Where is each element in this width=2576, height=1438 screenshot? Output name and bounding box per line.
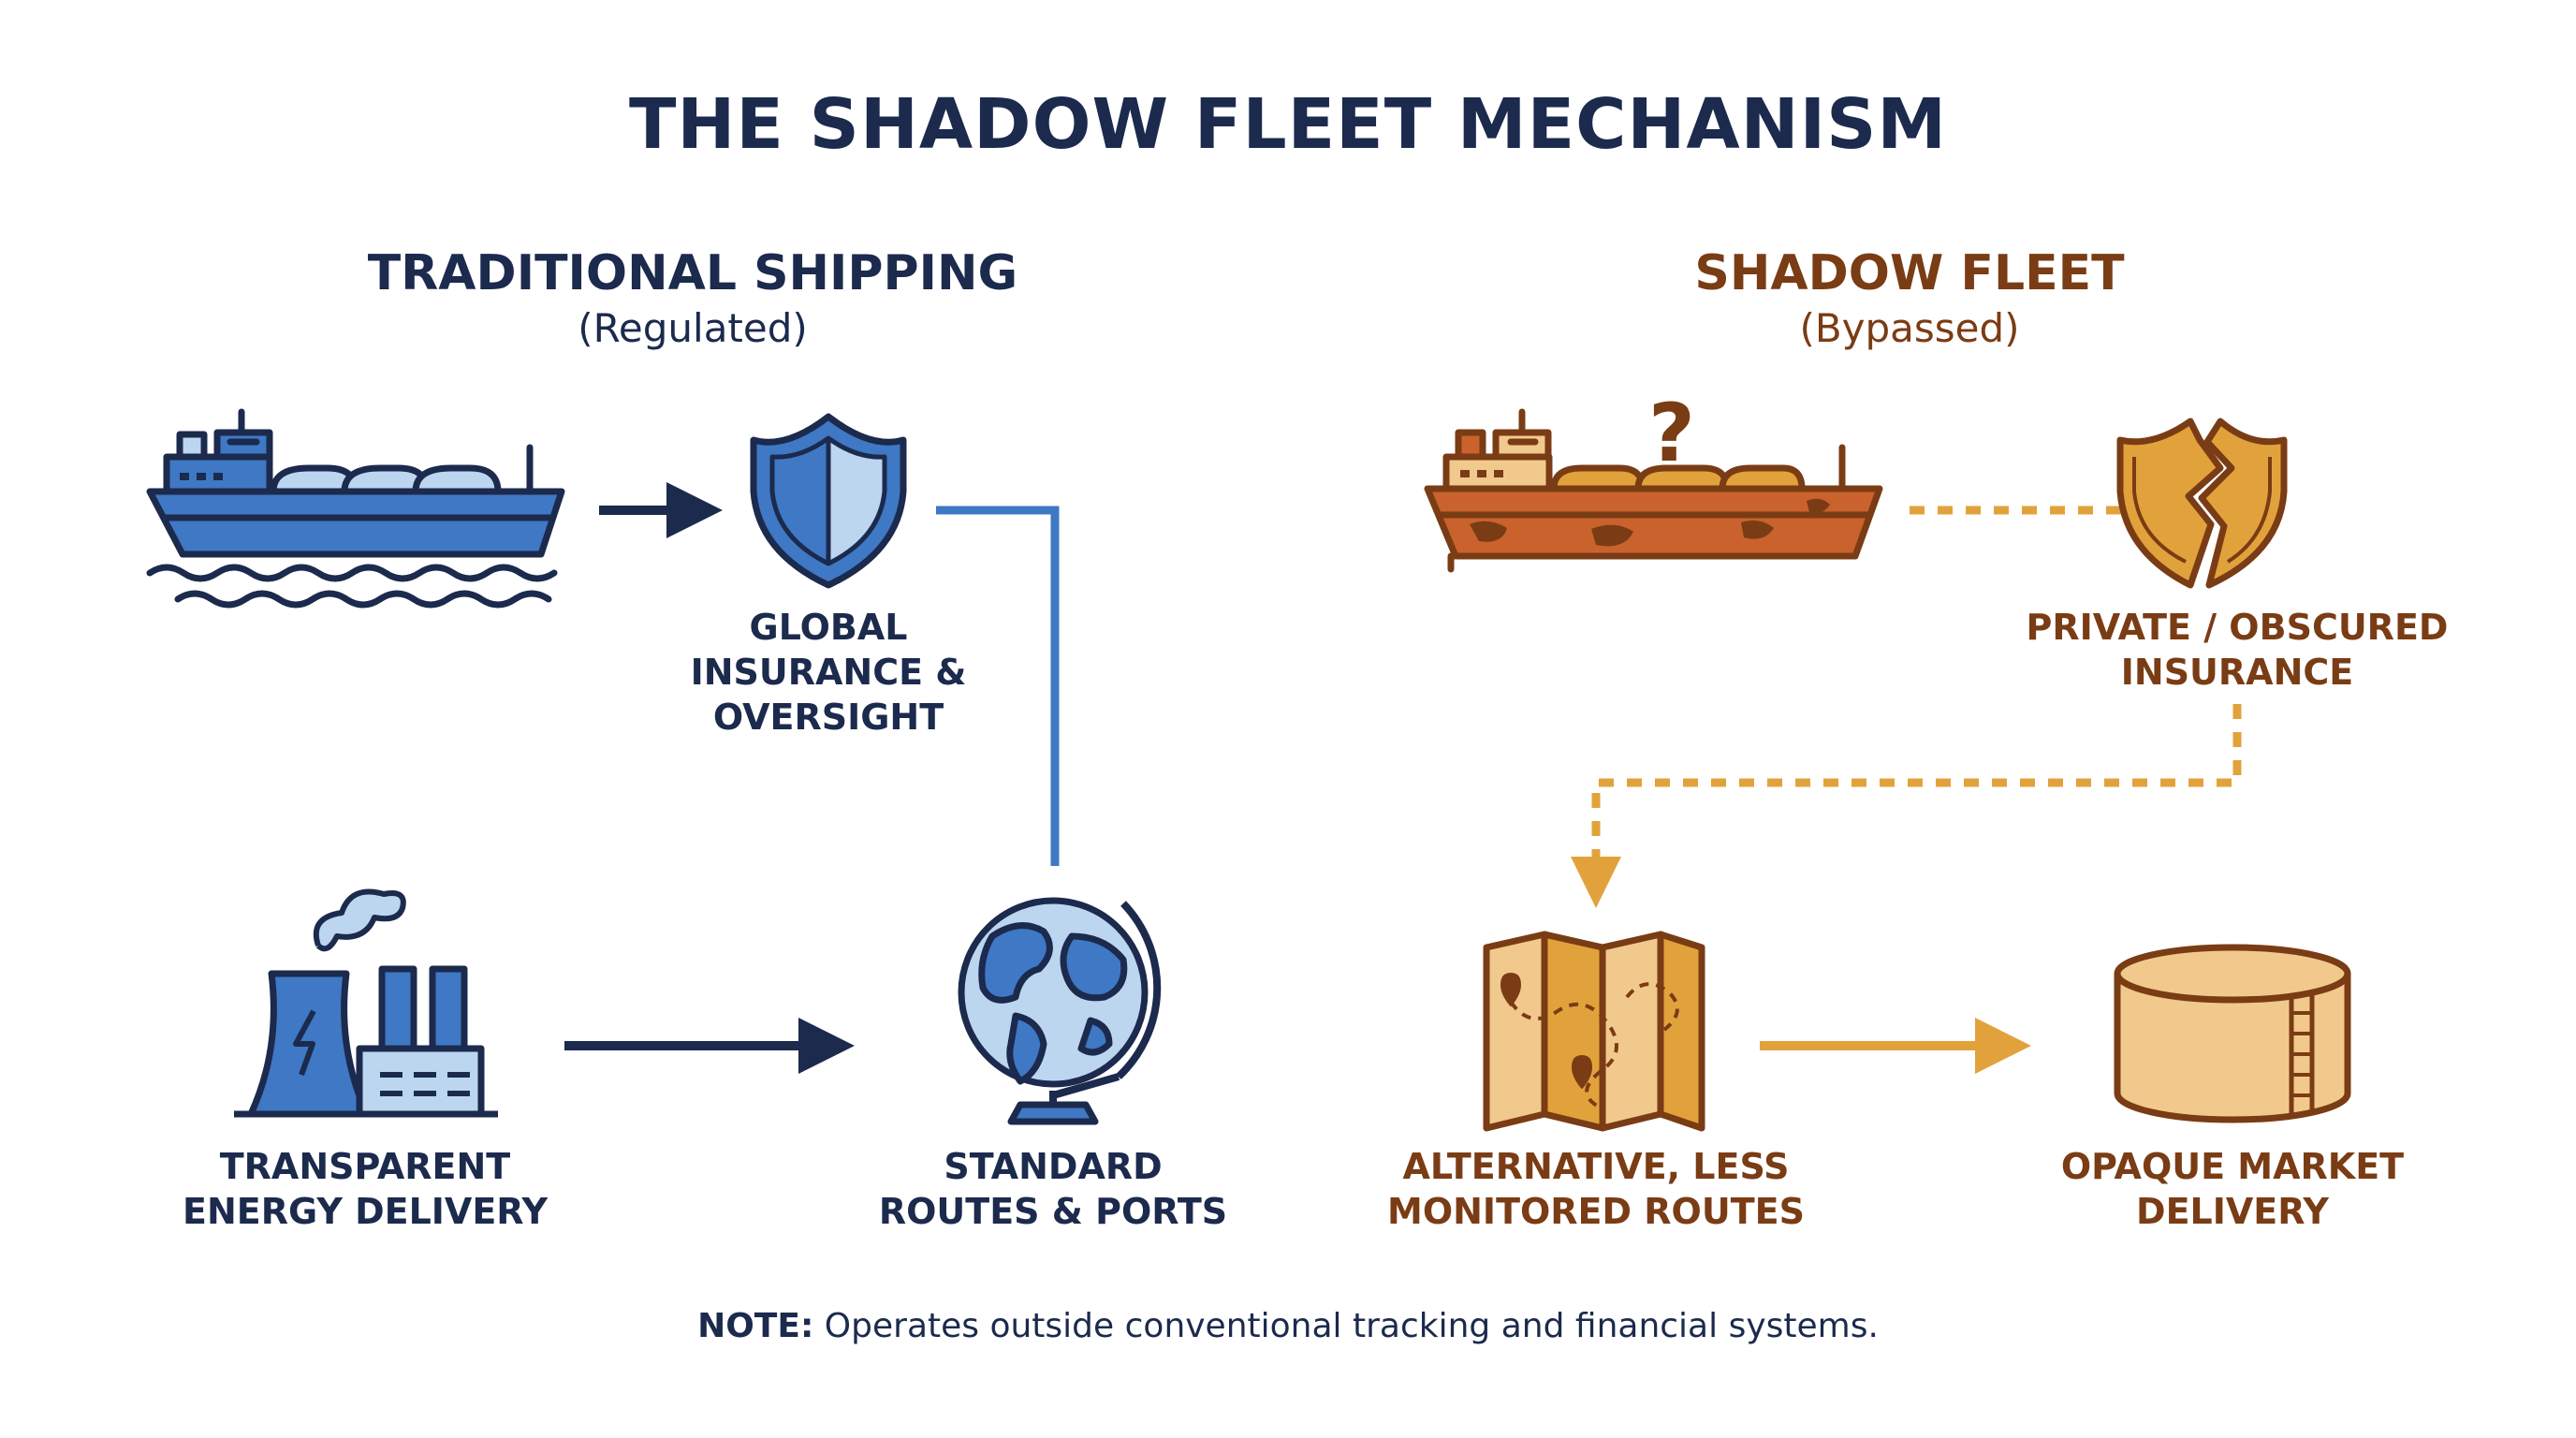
ship-windows <box>180 473 223 480</box>
tanker-ship-icon <box>146 408 565 609</box>
traditional-heading: TRADITIONAL SHIPPING <box>367 245 1018 301</box>
shadow-subheading: (Bypassed) <box>1799 305 2020 351</box>
shadow-heading: SHADOW FLEET <box>1694 245 2125 301</box>
global-insurance-label: GLOBAL INSURANCE & OVERSIGHT <box>690 607 967 738</box>
private-insurance-label: PRIVATE / OBSCURED INSURANCE <box>2026 607 2449 693</box>
map-icon <box>1483 931 1705 1132</box>
connector-insurance-to-alt-routes <box>1591 704 2242 857</box>
connector-insurance-to-routes <box>936 506 1060 866</box>
globe-icon <box>958 897 1162 1125</box>
traditional-subheading: (Regulated) <box>578 305 808 351</box>
power-plant-icon <box>234 888 498 1118</box>
footnote: NOTE: Operates outside conventional trac… <box>0 1307 2576 1345</box>
storage-tank-icon <box>2114 944 2351 1123</box>
opaque-delivery-label: OPAQUE MARKET DELIVERY <box>2060 1146 2405 1232</box>
note-prefix: NOTE: <box>697 1307 814 1345</box>
page-title: THE SHADOW FLEET MECHANISM <box>628 84 1948 165</box>
question-mark: ? <box>1648 387 1695 480</box>
standard-routes-label: STANDARD ROUTES & PORTS <box>878 1146 1228 1232</box>
arrowhead-down <box>1571 857 1621 908</box>
transparent-delivery-label: TRANSPARENT ENERGY DELIVERY <box>182 1146 548 1232</box>
alternative-routes-label: ALTERNATIVE, LESS MONITORED ROUTES <box>1387 1146 1805 1232</box>
rust-patches <box>1460 470 1830 547</box>
broken-shield-icon <box>2116 418 2288 589</box>
note-text: Operates outside conventional tracking a… <box>813 1307 1879 1345</box>
shield-icon <box>750 413 907 589</box>
rusty-tanker-icon <box>1424 408 1883 573</box>
